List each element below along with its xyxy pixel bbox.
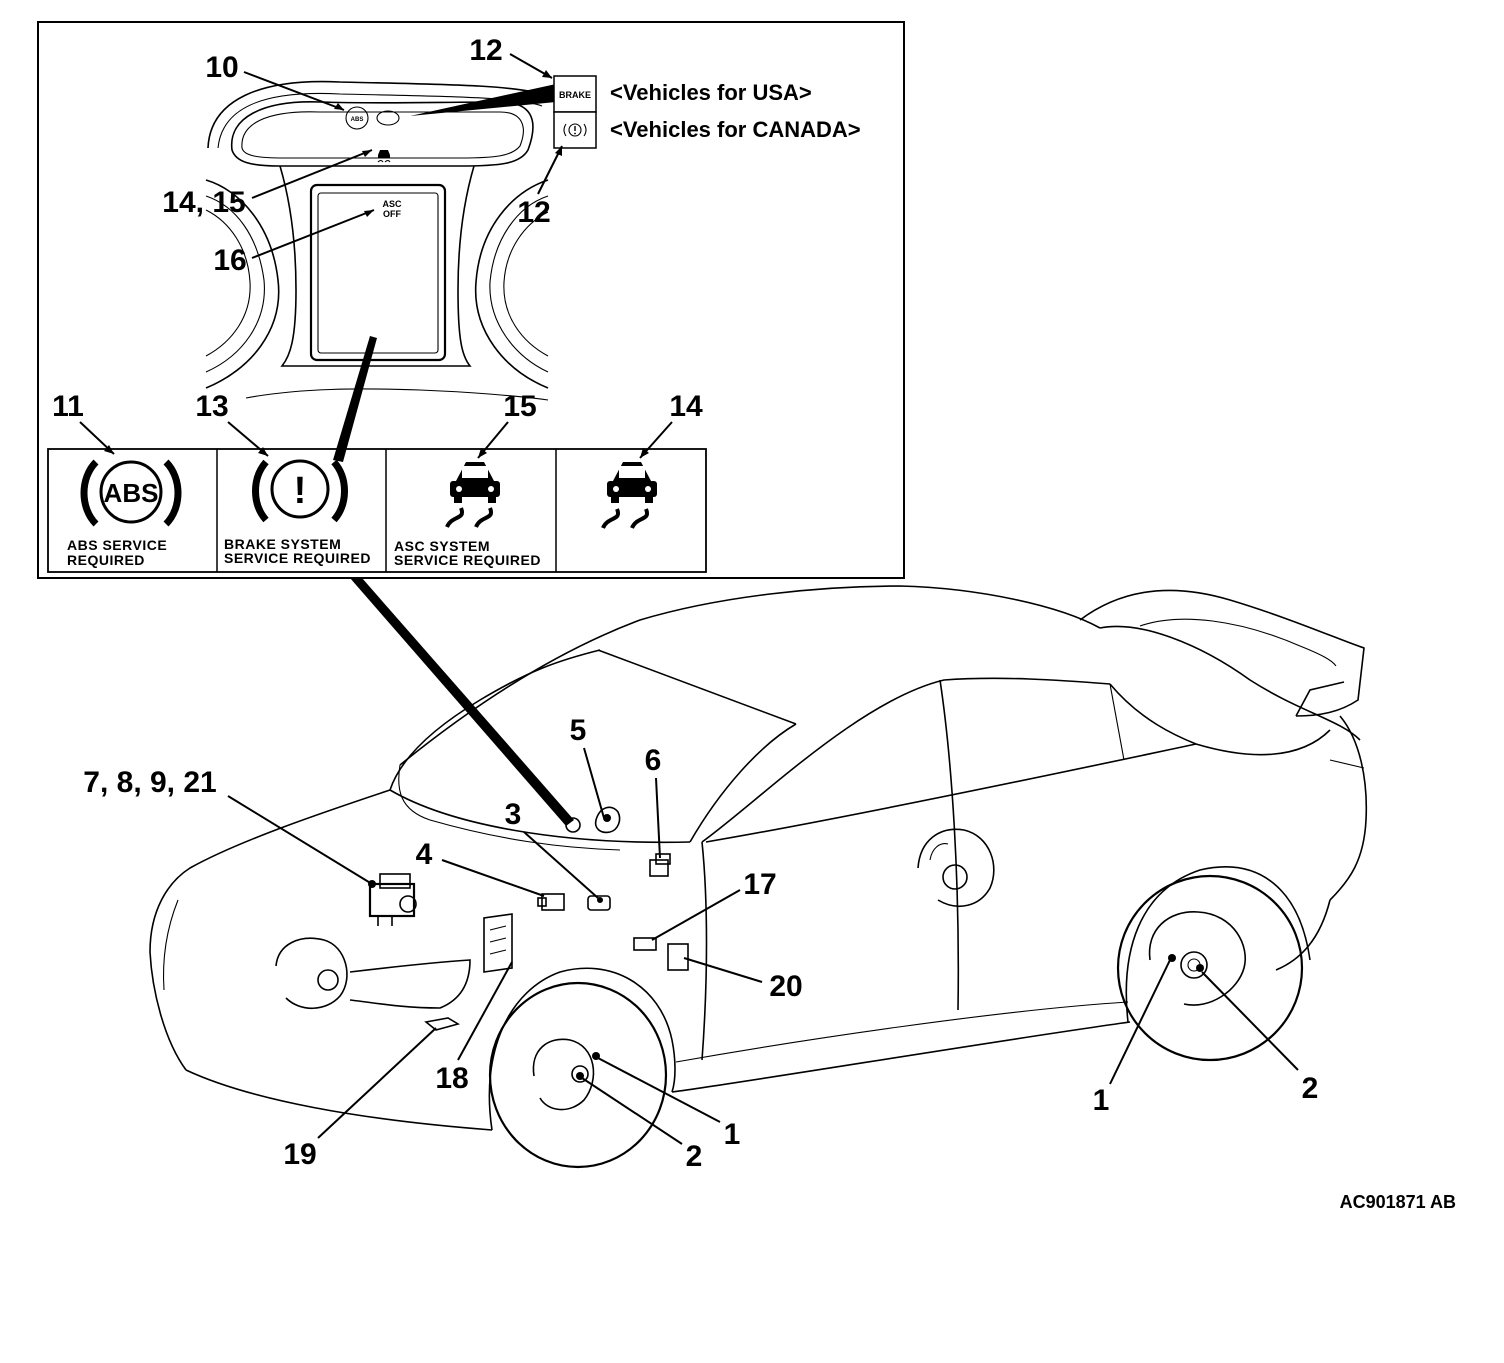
brake-lamp-variants: BRAKE <Vehicles for USA> <Vehicles for C…	[410, 75, 861, 149]
brake-caption-line2: SERVICE REQUIRED	[224, 550, 371, 566]
callout-17: 17	[743, 868, 776, 901]
brake-lamp-pointer	[410, 84, 556, 116]
variant-label-canada: <Vehicles for CANADA>	[610, 117, 861, 142]
asc-off-lamp-line1: ASC	[382, 199, 402, 209]
component-19	[424, 1017, 461, 1031]
vehicle-callouts: 7, 8, 9, 21 5 6 3 4 17 20 18 19 1 2 1 2	[83, 714, 1318, 1173]
callout-11: 11	[52, 390, 84, 423]
inset-location-pointer	[350, 578, 574, 826]
usa-brake-lamp-box	[553, 75, 597, 113]
callout-15: 15	[503, 390, 536, 423]
callout-2-front: 2	[686, 1140, 703, 1173]
vehicle-outline	[149, 585, 1368, 1169]
component-3	[587, 895, 611, 911]
component-hydraulic-unit	[368, 873, 417, 926]
callout-18: 18	[435, 1062, 468, 1095]
callout-4: 4	[416, 838, 433, 871]
brake-lamp-indicator	[376, 110, 400, 126]
skid-car-icon	[601, 462, 657, 529]
callout-10: 10	[205, 51, 238, 84]
asc-off-lamp-line2: OFF	[383, 209, 401, 219]
component-17	[633, 937, 657, 951]
abs-lamp-indicator	[345, 106, 369, 130]
component-5	[594, 806, 621, 834]
figure-id: AC901871 AB	[1340, 1192, 1456, 1212]
multi-info-display	[309, 183, 447, 362]
callout-12-top: 12	[469, 34, 502, 67]
callout-2-rear: 2	[1302, 1072, 1319, 1105]
abs-caption-line1: ABS SERVICE	[67, 537, 167, 553]
brake-symbol-text: !	[294, 470, 307, 512]
cluster-location-dot	[565, 817, 581, 833]
warning-panels: ABS ABS SERVICE REQUIRED ! BRAKE SYSTEM …	[47, 448, 707, 573]
callout-14: 14	[669, 390, 703, 423]
component-18	[483, 913, 513, 973]
variant-label-usa: <Vehicles for USA>	[610, 80, 812, 105]
callout-7-8-9-21: 7, 8, 9, 21	[83, 766, 216, 799]
panel-asc-system: ASC SYSTEM SERVICE REQUIRED	[394, 462, 541, 568]
callout-6: 6	[645, 744, 662, 777]
abs-warning-icon: ABS	[80, 459, 182, 527]
instrument-cluster-drawing: ABS ASC OFF	[205, 80, 549, 401]
panel-abs-service: ABS ABS SERVICE REQUIRED	[67, 459, 182, 568]
display-pointer	[333, 336, 377, 462]
abs-lamp-text: ABS	[351, 117, 364, 123]
canada-brake-lamp-icon	[563, 123, 587, 137]
asc-caption-line2: SERVICE REQUIRED	[394, 552, 541, 568]
asc-lamp-small-icon	[377, 150, 391, 163]
usa-brake-lamp-text: BRAKE	[559, 90, 591, 100]
callout-1-rear: 1	[1093, 1084, 1110, 1117]
panels-frame	[47, 448, 707, 573]
callout-12-bottom: 12	[517, 196, 550, 229]
asc-caption-line1: ASC SYSTEM	[394, 538, 490, 554]
abs-caption-line2: REQUIRED	[67, 552, 145, 568]
callout-20: 20	[769, 970, 802, 1003]
callout-5: 5	[570, 714, 587, 747]
skid-car-icon	[445, 462, 500, 528]
brake-caption-line1: BRAKE SYSTEM	[224, 536, 341, 552]
callout-3: 3	[505, 798, 522, 831]
brake-warning-icon: !	[252, 459, 348, 523]
callout-19: 19	[283, 1138, 316, 1171]
component-20	[667, 943, 689, 971]
callout-14-15: 14, 15	[162, 186, 245, 219]
panel-asc-off	[601, 462, 657, 529]
callout-16: 16	[213, 244, 246, 277]
callout-1-front: 1	[724, 1118, 741, 1151]
abs-symbol-text: ABS	[104, 478, 159, 508]
vehicle-components	[368, 806, 1204, 1080]
front-wheel	[488, 981, 668, 1169]
callout-13: 13	[195, 390, 228, 423]
component-6	[649, 853, 671, 877]
cluster-inset: ABS ASC OFF BRAKE <Vehicles for USA> <Ve…	[37, 21, 905, 579]
panel-brake-system: ! BRAKE SYSTEM SERVICE REQUIRED	[224, 459, 371, 566]
component-4	[537, 893, 565, 911]
rear-wheel	[1116, 874, 1304, 1062]
